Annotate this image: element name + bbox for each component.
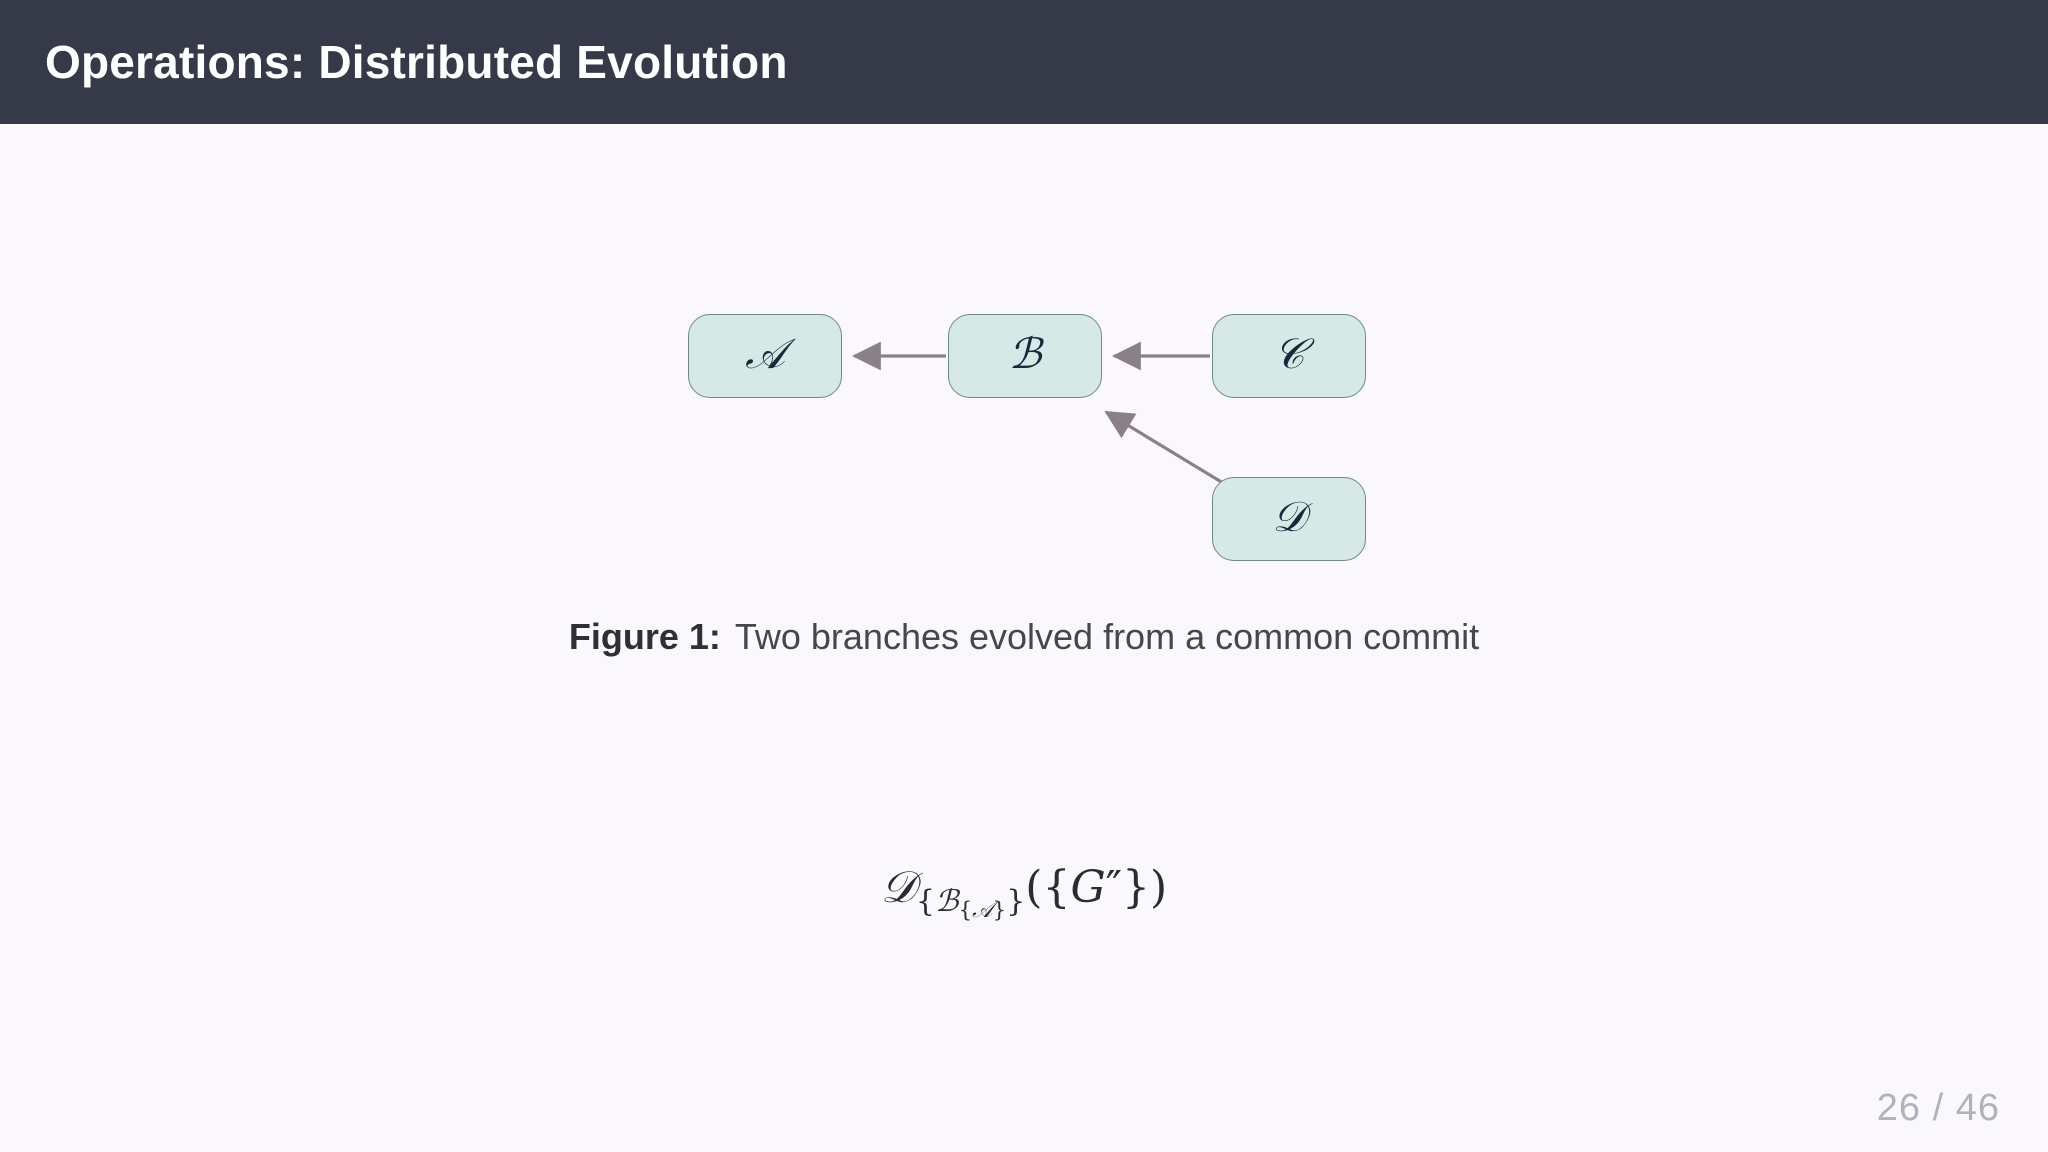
figure-region: 𝒜 ℬ 𝒞 𝒟 Figure 1: Two branches evolved fr… [0,124,2048,1152]
formula-expression: 𝒟{ℬ{𝒜}}({G″}) [0,862,2048,923]
formula-row: 𝒟{ℬ{𝒜}}({G″}) [880,862,1168,923]
edge-d-to-b [1104,410,1229,488]
commit-node-c[interactable]: 𝒞 [1212,314,1366,398]
commit-node-a-label: 𝒜 [745,329,785,378]
formula-sub-inner-symbol: 𝒜 [972,897,993,923]
formula-sub-inner-open-brace: { [958,897,973,923]
commit-graph: 𝒜 ℬ 𝒞 𝒟 [0,124,2048,684]
formula-arg-symbol: G [1070,862,1106,913]
formula-arg-close-brace: } [1122,862,1151,913]
formula-sub-close-brace: } [1006,883,1026,919]
commit-node-d[interactable]: 𝒟 [1212,477,1366,561]
formula-inner-subscript: {𝒜} [958,898,1006,923]
commit-node-c-label: 𝒞 [1273,329,1305,378]
page-number-indicator: 26 / 46 [1876,1087,2000,1129]
figure-caption-label: Figure 1: [568,616,721,657]
formula-arg-open-brace: { [1042,862,1071,913]
formula-sub-inner-close-brace: } [992,897,1007,923]
commit-node-a[interactable]: 𝒜 [688,314,842,398]
figure-caption-text: Two branches evolved from a common commi… [734,616,1480,657]
page-title: Operations: Distributed Evolution [45,36,788,88]
formula-arg-close-paren: ) [1150,862,1168,913]
slide-header: Operations: Distributed Evolution [0,0,2048,124]
formula-arg-open-paren: ( [1025,862,1043,913]
commit-graph-edges [852,341,1229,488]
formula-base-symbol: 𝒟 [880,862,916,913]
formula-subscript: {ℬ{𝒜}} [915,883,1026,923]
formula-sub-symbol: ℬ [934,883,959,919]
formula-sub-open-brace: { [915,883,935,919]
figure-caption: Figure 1: Two branches evolved from a com… [0,616,2048,658]
commit-node-b-label: ℬ [1008,329,1042,378]
commit-node-d-label: 𝒟 [1272,492,1306,541]
formula-arg-primes: ″ [1105,862,1123,913]
commit-node-b[interactable]: ℬ [948,314,1102,398]
